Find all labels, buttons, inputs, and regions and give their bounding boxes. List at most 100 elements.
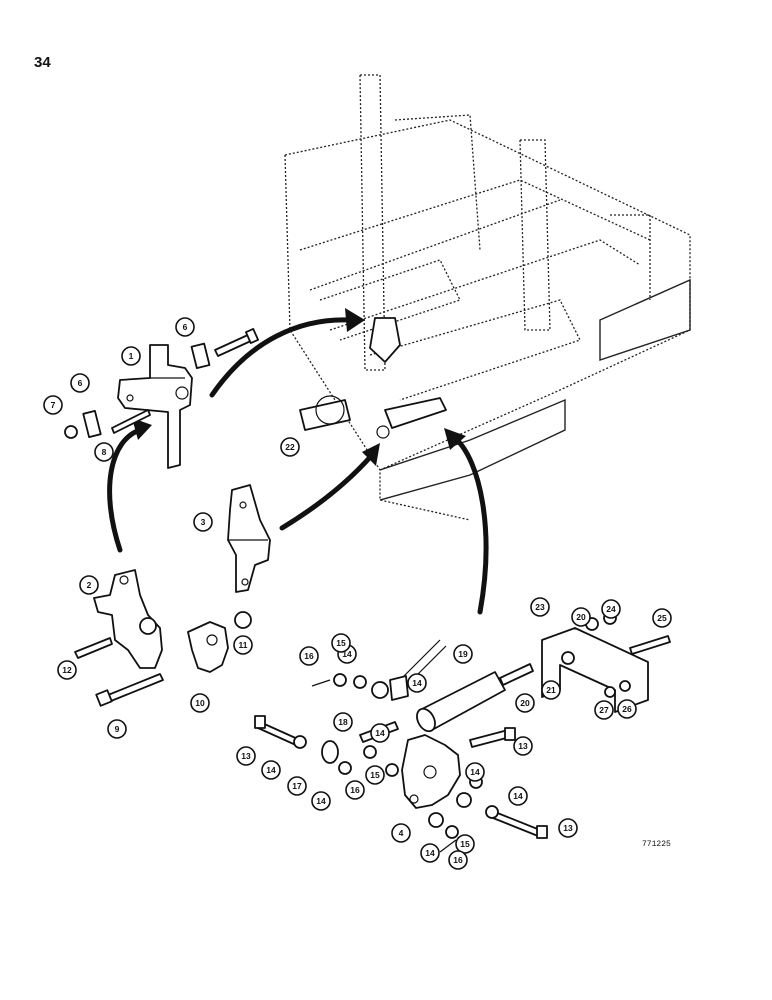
callout-label: 8 [102, 447, 107, 457]
callout-8: 8 [94, 442, 114, 462]
callout-circle [601, 599, 621, 619]
callout-16: 16 [345, 780, 365, 800]
callout-circle [652, 608, 672, 628]
callout-group: 1234667891011121313131414141414141414151… [43, 317, 672, 870]
callout-label: 18 [338, 717, 348, 727]
callout-circle [455, 834, 475, 854]
callout-label: 13 [518, 741, 528, 751]
callout-label: 14 [513, 791, 523, 801]
callout-label: 26 [622, 704, 632, 714]
lever-arm [74, 569, 163, 669]
mounting-bracket [541, 611, 671, 713]
callout-label: 19 [458, 649, 468, 659]
callout-circle [333, 712, 353, 732]
callout-9: 9 [107, 719, 127, 739]
callout-14: 14 [370, 723, 390, 743]
callout-circle [571, 607, 591, 627]
callout-25: 25 [652, 608, 672, 628]
callout-20: 20 [571, 607, 591, 627]
callout-label: 13 [563, 823, 573, 833]
callout-circle [94, 442, 114, 462]
callout-circle [513, 736, 533, 756]
callout-circle [233, 635, 253, 655]
callout-14: 14 [465, 762, 485, 782]
cylinder-assembly [371, 639, 534, 733]
callout-label: 21 [546, 685, 556, 695]
callout-15: 15 [365, 765, 385, 785]
callout-1: 1 [121, 346, 141, 366]
callout-circle [370, 723, 390, 743]
callout-circle [175, 317, 195, 337]
callout-16: 16 [299, 646, 319, 666]
bolt-upper [190, 327, 259, 370]
callout-circle [57, 660, 77, 680]
callout-6: 6 [175, 317, 195, 337]
washer-nut-left [64, 409, 151, 439]
assembly-arrows [107, 308, 489, 615]
callout-circle [107, 719, 127, 739]
callout-label: 24 [606, 604, 616, 614]
callout-circle [420, 843, 440, 863]
callout-27: 27 [594, 700, 614, 720]
callout-label: 14 [316, 796, 326, 806]
callout-23: 23 [530, 597, 550, 617]
callout-14: 14 [311, 791, 331, 811]
callout-label: 6 [78, 378, 83, 388]
callout-label: 4 [399, 828, 404, 838]
callout-26: 26 [617, 699, 637, 719]
callout-label: 25 [657, 613, 667, 623]
callout-label: 6 [183, 322, 188, 332]
callout-circle [43, 395, 63, 415]
callout-13: 13 [513, 736, 533, 756]
callout-circle [391, 823, 411, 843]
callout-circle [190, 693, 210, 713]
callout-11: 11 [233, 635, 253, 655]
callout-circle [70, 373, 90, 393]
callout-17: 17 [287, 776, 307, 796]
clevis-link [321, 721, 472, 839]
callout-label: 27 [599, 705, 609, 715]
callout-7: 7 [43, 395, 63, 415]
callout-circle [407, 673, 427, 693]
callout-18: 18 [333, 712, 353, 732]
callout-label: 12 [62, 665, 72, 675]
callout-label: 16 [304, 651, 314, 661]
callout-22: 22 [280, 437, 300, 457]
callout-12: 12 [57, 660, 77, 680]
callout-label: 3 [201, 517, 206, 527]
bolt-9 [95, 673, 164, 707]
callout-circle [311, 791, 331, 811]
callout-label: 14 [470, 767, 480, 777]
callout-circle [465, 762, 485, 782]
callout-circle [594, 700, 614, 720]
callout-4: 4 [391, 823, 411, 843]
callout-label: 22 [285, 442, 295, 452]
callout-circle [508, 786, 528, 806]
callout-circle [193, 512, 213, 532]
callout-14: 14 [420, 843, 440, 863]
callout-circle [541, 680, 561, 700]
callout-20: 20 [515, 693, 535, 713]
callout-label: 2 [87, 580, 92, 590]
callout-14: 14 [261, 760, 281, 780]
callout-label: 20 [576, 612, 586, 622]
callout-circle [79, 575, 99, 595]
callout-circle [345, 780, 365, 800]
callout-13: 13 [236, 746, 256, 766]
callout-6: 6 [70, 373, 90, 393]
callout-circle [558, 818, 578, 838]
callout-circle [365, 765, 385, 785]
callout-10: 10 [190, 693, 210, 713]
callout-15: 15 [455, 834, 475, 854]
callout-circle [261, 760, 281, 780]
clamp [187, 611, 252, 673]
callout-circle [453, 644, 473, 664]
callout-label: 7 [51, 400, 56, 410]
callout-circle [299, 646, 319, 666]
callout-circle [280, 437, 300, 457]
callout-3: 3 [193, 512, 213, 532]
callout-label: 1 [129, 351, 134, 361]
figure-code: 771225 [642, 840, 671, 849]
callout-label: 23 [535, 602, 545, 612]
